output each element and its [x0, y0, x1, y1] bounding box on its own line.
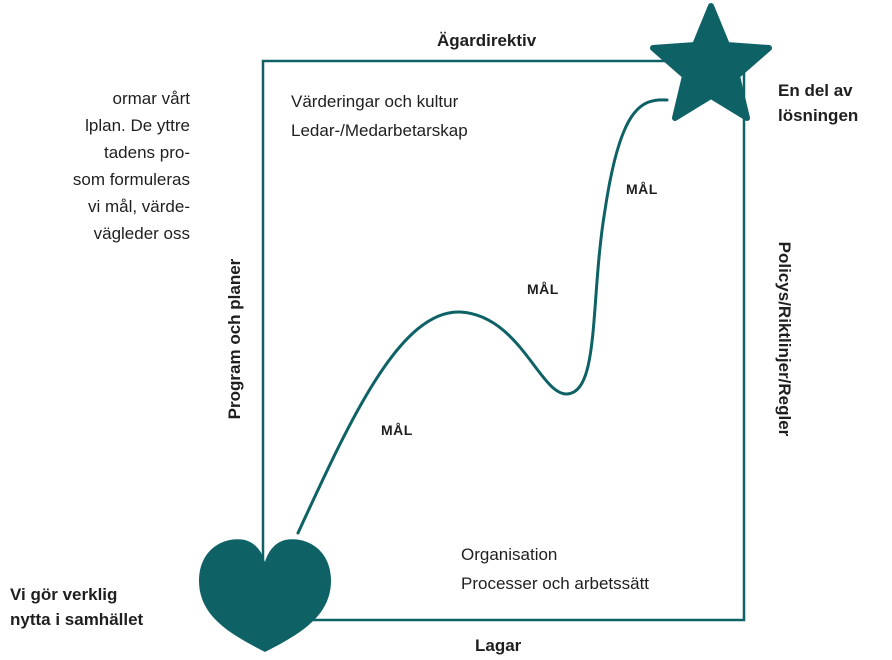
- top-frame-label: Ägardirektiv: [437, 31, 537, 50]
- goal-label: MÅL: [527, 281, 559, 297]
- goal-label: MÅL: [381, 422, 413, 438]
- intro-line: tadens pro-: [104, 143, 190, 162]
- star-icon: [650, 3, 772, 121]
- intro-line: ormar vårt: [112, 89, 190, 108]
- intro-line: lplan. De yttre: [85, 116, 190, 135]
- right-frame-label: Policys/Riktlinjer/Regler: [775, 241, 794, 437]
- left-frame-label: Program och planer: [225, 258, 244, 420]
- intro-paragraph: ormar vårt lplan. De yttre tadens pro- s…: [0, 85, 190, 247]
- frame-box: [261, 59, 746, 622]
- start-label-line: Vi gör verklig: [10, 585, 118, 604]
- start-label: Vi gör verklig nytta i samhället: [10, 582, 143, 632]
- end-label-line: En del av: [778, 81, 853, 100]
- intro-line: vi mål, värde-: [87, 197, 190, 216]
- bottom-frame-label: Lagar: [475, 636, 522, 655]
- leadership-line: Ledar-/Medarbetarskap: [291, 121, 468, 140]
- intro-line: vägleder oss: [93, 224, 190, 243]
- processes-line: Processer och arbetssätt: [461, 574, 650, 593]
- values-culture-line: Värderingar och kultur: [291, 92, 459, 111]
- heart-icon: [198, 539, 332, 652]
- inner-bottom-text: Organisation Processer och arbetssätt: [461, 540, 649, 598]
- goal-label: MÅL: [626, 181, 658, 197]
- intro-line: som formuleras: [72, 170, 190, 189]
- inner-top-text: Värderingar och kultur Ledar-/Medarbetar…: [291, 87, 468, 145]
- end-label: En del av lösningen: [778, 78, 858, 128]
- end-label-line: lösningen: [778, 106, 859, 125]
- growth-curve: [296, 98, 669, 535]
- start-label-line: nytta i samhället: [10, 610, 144, 629]
- organisation-line: Organisation: [461, 545, 558, 564]
